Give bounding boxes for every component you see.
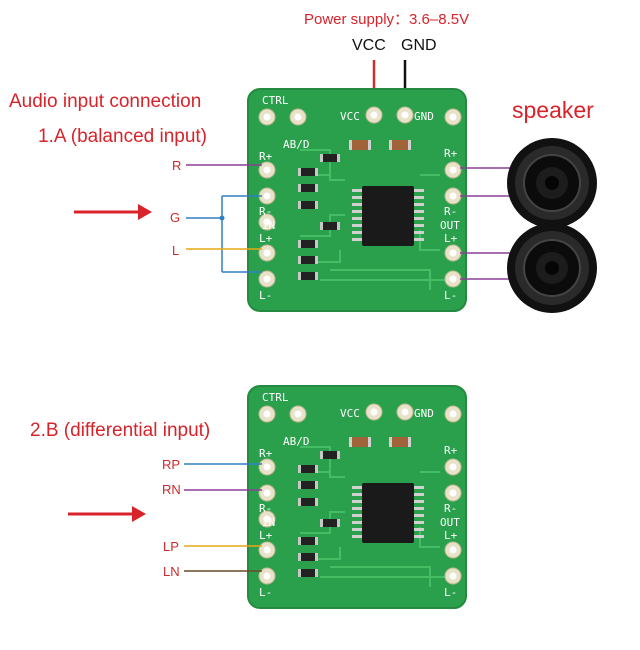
board-b-in-label: IN (262, 516, 275, 529)
board-b-out-rplus-label: R+ (444, 444, 458, 457)
board-a-abd-label: AB/D (283, 138, 310, 151)
board-a-ctrl-label: CTRL (262, 94, 289, 107)
board-b-rplus-label: R+ (259, 447, 273, 460)
board-a-out-label: OUT (440, 219, 460, 232)
board-a-in-label: IN (262, 219, 275, 232)
input-label-rp: RP (162, 457, 181, 472)
board-a-rplus-label: R+ (259, 150, 273, 163)
board-b-out-lminus-label: L- (444, 586, 457, 599)
board-b-ctrl-label: CTRL (262, 391, 289, 404)
board-b-out-label: OUT (440, 516, 460, 529)
board-a-rminus-label: R- (259, 205, 272, 218)
differential-input-heading: 2.B (differential input) (30, 420, 211, 441)
board-b-gnd-label: GND (414, 407, 434, 420)
amplifier-board-b: CTRL VCC GND AB/D R+ R- IN L+ L- R+ R- O… (247, 385, 467, 609)
board-b-rminus-label: R- (259, 502, 272, 515)
speaker-top (506, 137, 598, 229)
board-a-lminus-label: L- (259, 289, 272, 302)
input-label-lp: LP (163, 539, 179, 554)
balanced-input-heading: 1.A (balanced input) (38, 126, 208, 147)
board-b-abd-label: AB/D (283, 435, 310, 448)
board-b-vcc-label: VCC (340, 407, 360, 420)
input-label-l: L (172, 243, 180, 258)
board-a-vcc-label: VCC (340, 110, 360, 123)
speaker-bottom (506, 222, 598, 314)
amplifier-board-a: CTRL VCC GND AB/D R+ R- IN L+ L- R+ R- O… (247, 88, 467, 312)
gnd-wire-label: GND (401, 37, 437, 54)
vcc-wire-label: VCC (352, 37, 386, 54)
board-a-out-lminus-label: L- (444, 289, 457, 302)
board-a-out-rminus-label: R- (444, 205, 457, 218)
input-label-ln: LN (163, 564, 180, 579)
board-b-out-lplus-label: L+ (444, 529, 458, 542)
input-label-r: R (172, 158, 182, 173)
input-label-rn: RN (162, 482, 181, 497)
board-a-out-lplus-label: L+ (444, 232, 458, 245)
board-a-out-rplus-label: R+ (444, 147, 458, 160)
board-b-out-rminus-label: R- (444, 502, 457, 515)
power-supply-title: Power supply：3.6–8.5V (304, 11, 470, 28)
input-label-g: G (170, 210, 181, 225)
wire-g-branch (221, 195, 262, 273)
board-a-lplus-label: L+ (259, 232, 273, 245)
board-a-gnd-label: GND (414, 110, 434, 123)
speaker-label: speaker (512, 97, 594, 123)
board-b-lplus-label: L+ (259, 529, 273, 542)
audio-input-heading: Audio input connection (9, 91, 202, 112)
board-b-lminus-label: L- (259, 586, 272, 599)
